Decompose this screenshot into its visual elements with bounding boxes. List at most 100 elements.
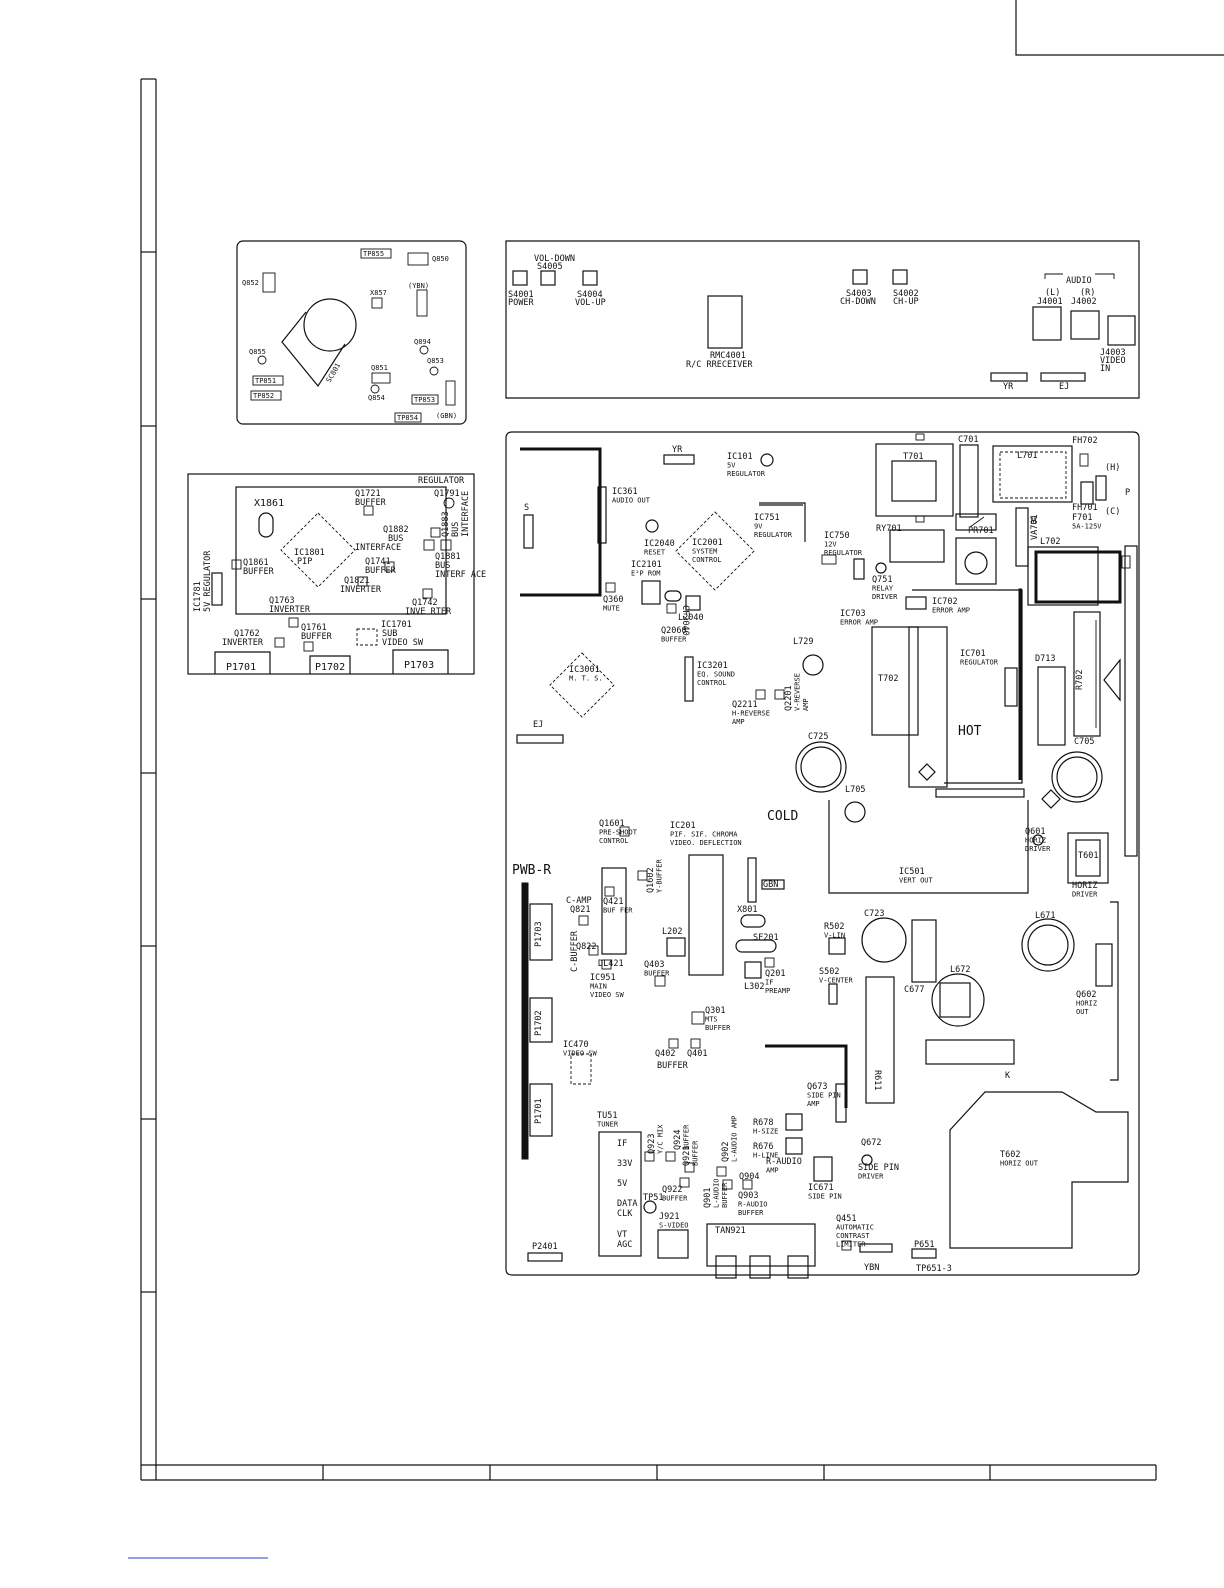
main-label-r702: R702 bbox=[1075, 670, 1085, 690]
label-ic1781-fn: 5V REGULATOR bbox=[203, 550, 213, 612]
label-q1742-fn: INVE RTER bbox=[405, 607, 452, 617]
label-q1882-fn2: INTERFACE bbox=[355, 543, 401, 553]
main-label-tu51: TU51 bbox=[597, 1111, 617, 1121]
main-label-q922-line1: BUFFER bbox=[662, 1195, 688, 1203]
main-label-k: K bbox=[1005, 1071, 1011, 1081]
label-s4003: S4003 bbox=[846, 289, 872, 299]
board-pip-labels: REGULATOR X1861 Q1721 BUFFER Q1791 Q1883… bbox=[193, 476, 486, 673]
main-label-q821: Q821 bbox=[570, 905, 590, 915]
main-label-q1601-line1: PRE-SHOOT bbox=[599, 829, 638, 837]
main-label-q403-line1: BUFFER bbox=[644, 970, 670, 978]
main-label-q451-line3: LIMITER bbox=[836, 1241, 866, 1249]
board-main bbox=[505, 431, 1140, 1279]
label-ic1781: IC1781 bbox=[193, 581, 203, 612]
label-cold: COLD bbox=[767, 809, 798, 824]
main-label-q360-line1: MUTE bbox=[603, 605, 620, 613]
board-main-labels: PWB-R HOT COLD bbox=[512, 724, 982, 878]
main-label-r676: R676 bbox=[753, 1142, 773, 1152]
label-in: IN bbox=[1100, 364, 1110, 374]
main-label-ic101-line2: REGULATOR bbox=[727, 470, 766, 478]
main-label-ic201: IC201 bbox=[670, 821, 696, 831]
main-label-r502-line1: V-LIN bbox=[824, 932, 845, 940]
main-label-ic501: IC501 bbox=[899, 867, 925, 877]
main-label-ic470-line1: VIDEO SW bbox=[563, 1050, 598, 1058]
label-ic1701-fn1: SUB bbox=[382, 629, 397, 639]
main-label-ic3001: IC3001 bbox=[569, 665, 600, 675]
main-label-r611: R611 bbox=[872, 1070, 882, 1090]
main-label-l671: L671 bbox=[1035, 911, 1055, 921]
main-label-q923-line1: Y/C MIX bbox=[657, 1124, 665, 1154]
main-label-p1702: P1702 bbox=[534, 1010, 544, 1036]
main-label-33v: 33V bbox=[617, 1159, 632, 1169]
main-label-q2060: Q2060 bbox=[661, 626, 687, 636]
main-label-ic951-line2: VIDEO SW bbox=[590, 991, 625, 999]
main-label-c725: C725 bbox=[808, 732, 828, 742]
main-label-clk: CLK bbox=[617, 1209, 633, 1219]
label-s4004: S4004 bbox=[577, 290, 603, 300]
main-label-c-amp: C-AMP bbox=[566, 896, 592, 906]
main-label-ic751-line1: 9V bbox=[754, 523, 763, 531]
main-label-ic2101-line1: E²P ROM bbox=[631, 570, 661, 578]
main-label-q2211-line1: H-REVERSE bbox=[732, 710, 770, 718]
main-label-q672: Q672 bbox=[861, 1138, 881, 1148]
label-hot: HOT bbox=[958, 724, 982, 739]
label-s4005: S4005 bbox=[537, 262, 563, 272]
main-label-ic701: IC701 bbox=[960, 649, 986, 659]
label-q894: Q894 bbox=[414, 338, 431, 346]
label-q1741-fn: BUFFER bbox=[365, 566, 397, 576]
board-control bbox=[505, 240, 1140, 399]
label-x857: X857 bbox=[370, 289, 387, 297]
main-label-yr: YR bbox=[672, 445, 683, 455]
main-label-r678: R678 bbox=[753, 1118, 773, 1128]
main-label-sf201: SF201 bbox=[753, 933, 779, 943]
main-label-ic751-line2: REGULATOR bbox=[754, 531, 793, 539]
main-label-p651: P651 bbox=[914, 1240, 934, 1250]
main-label-q903-line1: R-AUDIO bbox=[738, 1201, 768, 1209]
main-label-q451-line2: CONTRAST bbox=[836, 1232, 871, 1240]
main-label-ic951-line1: MAIN bbox=[590, 983, 607, 991]
label-q1881-fn1: BUS bbox=[435, 561, 450, 571]
main-label-horiz: HORIZ bbox=[1072, 881, 1098, 891]
board-control-labels: VOL-DOWN S4005 S4001 POWER S4004 VOL-UP … bbox=[508, 254, 1126, 392]
label-q1861-fn: BUFFER bbox=[243, 567, 275, 577]
main-label-ic2001-line1: SYSTEM bbox=[692, 548, 717, 556]
main-label-side-pin-line1: DRIVER bbox=[858, 1173, 884, 1181]
main-label--c-: (C) bbox=[1105, 507, 1120, 517]
main-label-p: P bbox=[1125, 488, 1130, 498]
main-label-q201-line2: PREAMP bbox=[765, 987, 790, 995]
label-q1882: Q1882 bbox=[383, 525, 409, 535]
label-q850: Q850 bbox=[432, 255, 449, 263]
main-label-l701: L701 bbox=[1017, 451, 1037, 461]
main-label-5v: 5V bbox=[617, 1179, 627, 1189]
main-label-q922: Q922 bbox=[662, 1185, 682, 1195]
main-label-ic951: IC951 bbox=[590, 973, 616, 983]
main-label-t601: T601 bbox=[1078, 851, 1098, 861]
main-label-ic501-line1: VERT OUT bbox=[899, 877, 934, 885]
main-label-ic3201-line2: CONTROL bbox=[697, 679, 727, 687]
main-label-ic2101: IC2101 bbox=[631, 560, 662, 570]
board-pip bbox=[187, 473, 475, 675]
main-label-q602: Q602 bbox=[1076, 990, 1096, 1000]
drawing-frame bbox=[140, 78, 1157, 1481]
main-label-ej: EJ bbox=[533, 720, 543, 730]
main-label-c-buffer: C-BUFFER bbox=[570, 930, 580, 972]
label-q1821-fn: INVERTER bbox=[340, 585, 382, 595]
main-label-p1703: P1703 bbox=[534, 921, 544, 947]
label-q851: Q851 bbox=[371, 364, 388, 372]
main-label-tp51: TP51 bbox=[643, 1193, 663, 1203]
main-label-q2060-line1: BUFFER bbox=[661, 636, 687, 644]
label-ic1701-fn2: VIDEO SW bbox=[382, 638, 424, 648]
main-label-l729: L729 bbox=[793, 637, 813, 647]
main-label-q451-line1: AUTOMATIC bbox=[836, 1224, 874, 1232]
main-label-ry701: RY701 bbox=[876, 524, 902, 534]
label-tp853: TP853 bbox=[414, 396, 435, 404]
main-label-q673-line1: SIDE PIN bbox=[807, 1092, 841, 1100]
label-gbn: (GBN) bbox=[436, 412, 457, 420]
main-label-q301: Q301 bbox=[705, 1006, 725, 1016]
main-label-q924-line1: BUFFER bbox=[683, 1124, 691, 1150]
label-regulator: REGULATOR bbox=[418, 476, 465, 486]
main-label-ic201-line2: VIDEO. DEFLECTION bbox=[670, 839, 742, 847]
main-label-ic2040-line1: RESET bbox=[644, 549, 666, 557]
label-s4002: S4002 bbox=[893, 289, 919, 299]
